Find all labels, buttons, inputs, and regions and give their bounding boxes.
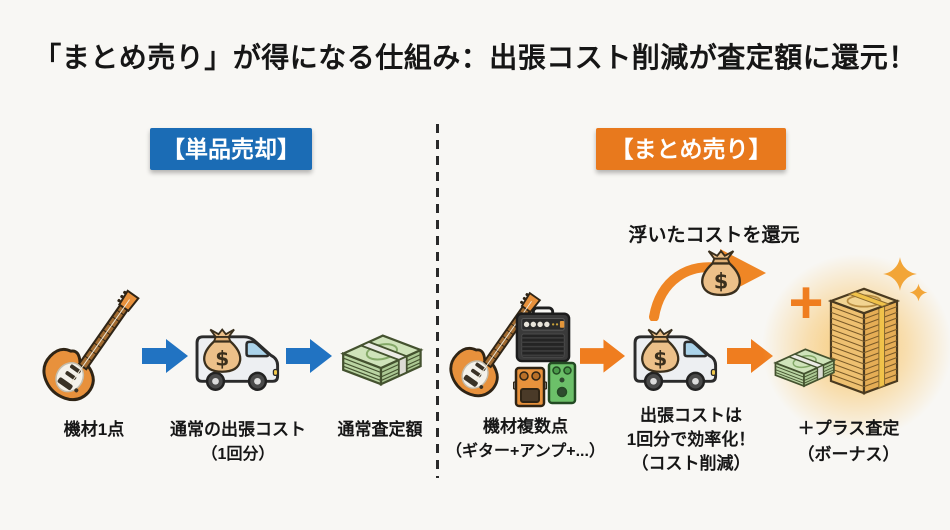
effect-pedal-green-icon: [547, 361, 577, 405]
label-line: （ギター+アンプ+...）: [446, 442, 605, 460]
label-line: 通常の出張コスト: [170, 420, 306, 439]
single-item-label: 機材1点: [63, 420, 125, 439]
delivery-van-money-bag-icon: [630, 324, 724, 400]
label-line: ＋プラス査定: [797, 419, 900, 438]
bonus-appraisal-label: ＋プラス査定 （ボーナス）: [766, 416, 931, 467]
page-title: 「まとめ売り」が得になる仕組み：出張コスト削減が査定額に還元！: [33, 42, 917, 73]
guitar-amp-pedals-icon: [448, 286, 578, 410]
amplifier-icon: [514, 306, 572, 364]
flow-arrow-icon: [286, 337, 332, 375]
electric-guitar-icon: [40, 288, 148, 410]
multiple-items-label: 機材複数点 （ギター+アンプ+...）: [438, 414, 613, 464]
effect-pedal-orange-icon: [513, 365, 547, 409]
label-line: 1回分で効率化！: [626, 430, 756, 450]
cash-stack-icon: [336, 326, 426, 392]
label-line: （1回分）: [201, 445, 275, 463]
cash-stack-icon: [770, 338, 838, 396]
cost-return-caption: 浮いたコストを還元: [628, 225, 800, 246]
efficient-travel-cost-label: 出張コストは 1回分で効率化！ （コスト削減）: [606, 404, 776, 476]
normal-appraisal-label: 通常査定額: [337, 420, 423, 439]
label-line: 機材複数点: [483, 417, 568, 436]
single-sale-badge: 【単品売却】: [150, 128, 312, 170]
money-bag-icon: [700, 249, 742, 297]
sparkle-icon: [909, 283, 928, 302]
label-line: （ボーナス）: [797, 444, 900, 464]
section-divider: [436, 124, 439, 478]
plus-icon: +: [788, 269, 824, 336]
label-line: 出張コストは: [640, 406, 742, 425]
delivery-van-money-bag-icon: [192, 324, 286, 400]
bulk-sale-badge: 【まとめ売り】: [596, 128, 786, 170]
label-line: （コスト削減）: [631, 454, 751, 474]
normal-travel-cost-label: 通常の出張コスト （1回分）: [153, 417, 323, 467]
flow-arrow-icon: [580, 337, 625, 375]
flow-arrow-icon: [142, 337, 188, 375]
